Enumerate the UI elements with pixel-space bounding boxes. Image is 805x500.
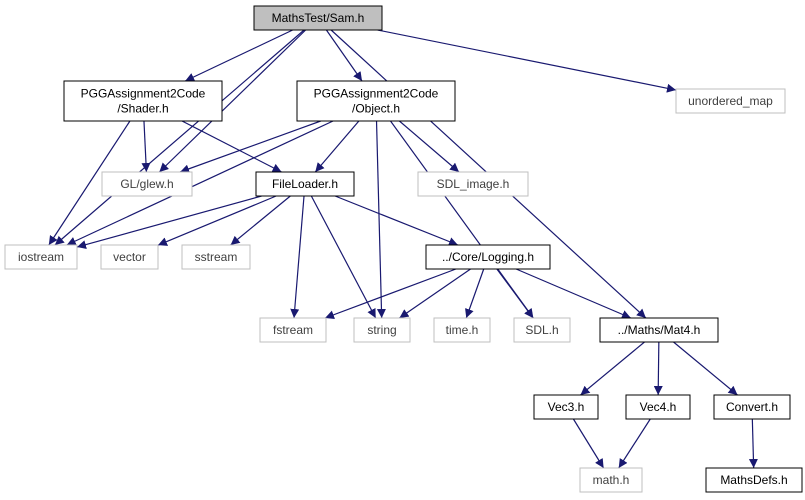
node-sdl: SDL.h <box>513 317 571 343</box>
edge-fileloader-to-iostream <box>76 195 262 249</box>
node-label: PGGAssignment2Code <box>314 87 439 101</box>
node-unordered_map: unordered_map <box>675 88 786 114</box>
node-iostream: iostream <box>4 244 78 270</box>
edge-sam-to-shader <box>184 29 293 82</box>
node-box <box>513 317 571 343</box>
node-sdl_image: SDL_image.h <box>417 171 529 197</box>
edge-logging-to-fstream <box>324 268 457 320</box>
node-label: Convert.h <box>726 400 778 414</box>
edge-logging-to-sdl <box>496 268 534 319</box>
node-box <box>713 394 791 420</box>
node-box <box>255 171 355 197</box>
edge-object-to-iostream <box>66 120 334 246</box>
node-label: Vec4.h <box>640 400 677 414</box>
edge-fileloader-to-fstream <box>290 195 305 319</box>
edge-logging-to-string <box>399 268 471 319</box>
edge-sam-to-unordered_map <box>377 29 677 93</box>
node-label: PGGAssignment2Code <box>81 87 206 101</box>
edge-object-to-fileloader <box>314 120 360 173</box>
edge-shader-to-fileloader <box>181 120 282 173</box>
node-mathsdefs[interactable]: MathsDefs.h <box>705 467 803 493</box>
node-label: string <box>367 323 396 337</box>
node-label: unordered_map <box>688 94 773 108</box>
node-box <box>705 467 803 493</box>
node-box <box>100 244 159 270</box>
node-label: /Shader.h <box>117 102 168 116</box>
node-box <box>433 317 491 343</box>
node-label: ../Core/Logging.h <box>442 250 534 264</box>
node-label: fstream <box>273 323 313 337</box>
edge-convert-to-mathsdefs <box>748 418 758 469</box>
edge-object-to-string <box>375 120 386 319</box>
node-label: MathsTest/Sam.h <box>272 11 365 25</box>
node-box <box>4 244 78 270</box>
edge-fileloader-to-vector <box>157 195 277 246</box>
node-label: iostream <box>18 250 64 264</box>
node-box <box>599 317 719 343</box>
edge-fileloader-to-sstream <box>230 195 291 246</box>
node-object[interactable]: PGGAssignment2Code/Object.h <box>296 80 456 122</box>
node-fileloader[interactable]: FileLoader.h <box>255 171 355 197</box>
edge-object-to-glew <box>179 120 322 174</box>
node-label: math.h <box>593 473 630 487</box>
edge-mat4-to-vec4 <box>653 341 663 396</box>
node-label: MathsDefs.h <box>720 473 787 487</box>
edge-fileloader-to-string <box>310 195 377 319</box>
edge-vec4-to-math <box>618 418 651 469</box>
node-box <box>296 80 456 122</box>
edge-mat4-to-convert <box>673 341 738 396</box>
node-string: string <box>353 317 411 343</box>
edge-sam-to-object <box>325 29 363 82</box>
node-box <box>353 317 411 343</box>
node-vector: vector <box>100 244 159 270</box>
node-vec3[interactable]: Vec3.h <box>533 394 599 420</box>
node-box <box>253 5 383 31</box>
node-label: FileLoader.h <box>272 177 338 191</box>
edge-shader-to-iostream <box>48 120 131 246</box>
node-box <box>625 394 691 420</box>
node-glew: GL/glew.h <box>101 171 193 197</box>
node-shader[interactable]: PGGAssignment2Code/Shader.h <box>63 80 223 122</box>
edge-object-to-sdl_image <box>398 120 460 173</box>
node-math: math.h <box>579 467 643 493</box>
node-box <box>675 88 786 114</box>
node-label: Vec3.h <box>548 400 585 414</box>
edge-vec3-to-math <box>572 418 605 469</box>
node-label: /Object.h <box>352 102 400 116</box>
node-label: vector <box>113 250 146 264</box>
edge-sam-to-iostream <box>54 29 305 246</box>
node-box <box>425 244 551 270</box>
edge-sam-to-glew <box>158 29 307 173</box>
edge-fileloader-to-logging <box>334 195 459 246</box>
edge-mat4-to-vec3 <box>580 341 645 396</box>
node-sstream: sstream <box>181 244 251 270</box>
node-box <box>63 80 223 122</box>
node-label: GL/glew.h <box>120 177 173 191</box>
nodes-layer: MathsTest/Sam.hPGGAssignment2Code/Shader… <box>4 5 803 493</box>
node-sam[interactable]: MathsTest/Sam.h <box>253 5 383 31</box>
node-label: ../Maths/Mat4.h <box>618 323 701 337</box>
node-label: SDL_image.h <box>437 177 510 191</box>
edge-logging-to-mat4 <box>515 268 632 319</box>
node-box <box>579 467 643 493</box>
node-time: time.h <box>433 317 491 343</box>
node-box <box>101 171 193 197</box>
node-convert[interactable]: Convert.h <box>713 394 791 420</box>
node-fstream: fstream <box>259 317 327 343</box>
node-mat4[interactable]: ../Maths/Mat4.h <box>599 317 719 343</box>
node-label: time.h <box>446 323 479 337</box>
edge-shader-to-glew <box>141 120 151 173</box>
node-box <box>533 394 599 420</box>
node-box <box>417 171 529 197</box>
node-vec4[interactable]: Vec4.h <box>625 394 691 420</box>
edge-logging-to-time <box>465 268 485 319</box>
node-label: SDL.h <box>525 323 558 337</box>
node-box <box>259 317 327 343</box>
node-logging[interactable]: ../Core/Logging.h <box>425 244 551 270</box>
node-box <box>181 244 251 270</box>
node-label: sstream <box>195 250 238 264</box>
